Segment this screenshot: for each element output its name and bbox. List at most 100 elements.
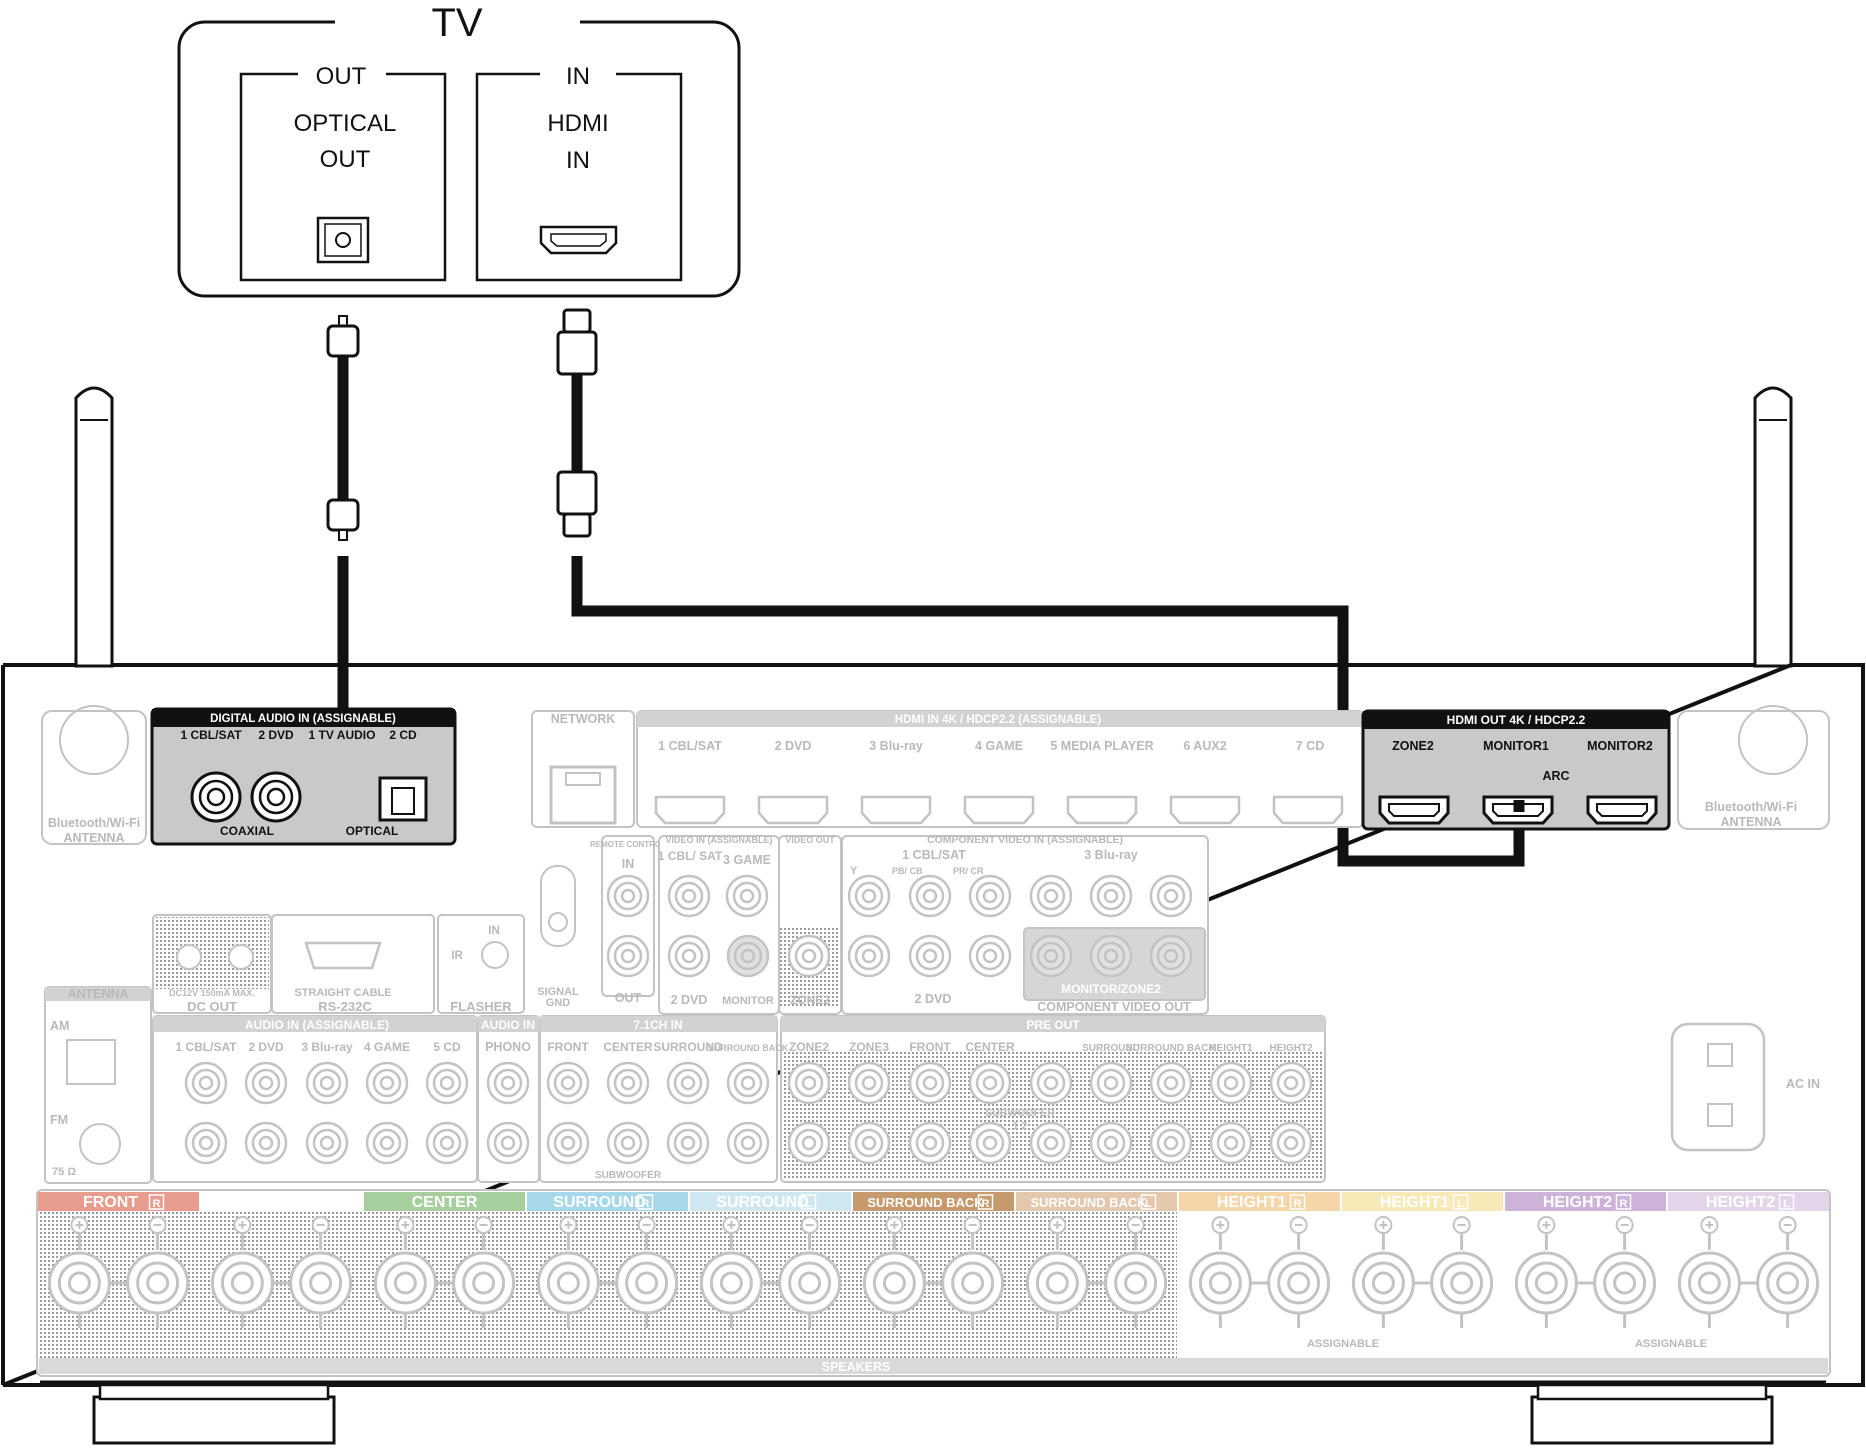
- audio-in-4-l-jack-icon[interactable]: [365, 1061, 409, 1105]
- pre-out-lower-5-jack-icon[interactable]: [1029, 1121, 1073, 1165]
- pre-out-lower-9-jack-icon[interactable]: [1269, 1121, 1313, 1165]
- pre-out-4-jack-icon[interactable]: [968, 1061, 1012, 1105]
- component-in-jack-5-icon[interactable]: [1089, 874, 1133, 918]
- ch71-in-lower-1-jack-icon[interactable]: [546, 1121, 590, 1165]
- audio-in-1-r-jack-icon[interactable]: [184, 1121, 228, 1165]
- speaker-terminal-5-plus-icon[interactable]: [699, 1216, 763, 1328]
- speaker-terminal-7-plus-icon[interactable]: [1025, 1216, 1089, 1328]
- component-out-jack-2-icon[interactable]: [1089, 934, 1133, 978]
- video-out-monitor-jack-icon[interactable]: [726, 934, 770, 978]
- hdmi-out-zone2-port-icon[interactable]: [1378, 795, 1450, 825]
- component-pb-label: PB/ CB: [892, 866, 923, 876]
- hdmi-in-port-6-icon[interactable]: [1169, 795, 1241, 825]
- tv-body: [177, 20, 741, 298]
- component-in-2dvd-jack-2-icon[interactable]: [908, 934, 952, 978]
- pre-out-lower-3-jack-icon[interactable]: [908, 1121, 952, 1165]
- audio-in-5-r-jack-icon[interactable]: [425, 1121, 469, 1165]
- digital-audio-input-4: 2 CD: [389, 728, 417, 742]
- coaxial-jack-1-icon[interactable]: [190, 771, 242, 823]
- speaker-terminal-6-minus-icon[interactable]: [941, 1216, 1005, 1328]
- ir-label: IR: [451, 950, 463, 962]
- coaxial-jack-2-icon[interactable]: [250, 771, 302, 823]
- audio-in-2-r-jack-icon[interactable]: [244, 1121, 288, 1165]
- component-in-jack-3-icon[interactable]: [968, 874, 1012, 918]
- pre-out-lower-8-jack-icon[interactable]: [1209, 1121, 1253, 1165]
- ethernet-port-icon[interactable]: [549, 765, 617, 825]
- speaker-terminal-9-plus-icon[interactable]: [1351, 1216, 1415, 1328]
- component-in-2dvd-jack-1-icon[interactable]: [847, 934, 891, 978]
- hdmi-in-port-3-icon[interactable]: [860, 795, 932, 825]
- pre-out-lower-4-jack-icon[interactable]: [968, 1121, 1012, 1165]
- pre-out-6-jack-icon[interactable]: [1149, 1061, 1193, 1105]
- hdmi-in-port-1-icon[interactable]: [654, 795, 726, 825]
- component-out-jack-1-icon[interactable]: [1029, 934, 1073, 978]
- ch71-in-4-jack-icon[interactable]: [726, 1061, 770, 1105]
- pre-out-1-jack-icon[interactable]: [787, 1061, 831, 1105]
- speaker-terminal-4-minus-icon[interactable]: [615, 1216, 679, 1328]
- component-out-jack-3-icon[interactable]: [1149, 934, 1193, 978]
- speaker-terminal-7-minus-icon[interactable]: [1104, 1216, 1168, 1328]
- component-in-jack-6-icon[interactable]: [1149, 874, 1193, 918]
- speaker-terminal-10-minus-icon[interactable]: [1593, 1216, 1657, 1328]
- ch71-in-lower-2-jack-icon[interactable]: [606, 1121, 650, 1165]
- pre-out-lower-6-jack-icon[interactable]: [1089, 1121, 1133, 1165]
- remote-in-jack-icon[interactable]: [606, 874, 650, 918]
- audio-in-3-r-jack-icon[interactable]: [305, 1121, 349, 1165]
- video-in-2-jack-icon[interactable]: [667, 934, 711, 978]
- video-in-1-jack-icon[interactable]: [667, 874, 711, 918]
- pre-out-2-jack-icon[interactable]: [847, 1061, 891, 1105]
- speaker-channel-label-6: SURROUND BACK: [867, 1195, 984, 1210]
- tv-optical-port-icon[interactable]: [316, 216, 370, 264]
- flasher-jack-icon[interactable]: [481, 941, 509, 969]
- pre-out-lower-1-jack-icon[interactable]: [787, 1121, 831, 1165]
- ch71-in-lower-4-jack-icon[interactable]: [726, 1121, 770, 1165]
- hdmi-in-port-4-icon[interactable]: [963, 795, 1035, 825]
- am-terminal-icon[interactable]: [66, 1039, 116, 1085]
- audio-in-2-l-jack-icon[interactable]: [244, 1061, 288, 1105]
- speaker-terminal-3-minus-icon[interactable]: [452, 1216, 516, 1328]
- pre-out-label-8: HEIGHT2: [1269, 1043, 1313, 1054]
- speaker-terminal-3-plus-icon[interactable]: [373, 1216, 437, 1328]
- optical-jack-2-icon[interactable]: [378, 776, 428, 822]
- remote-out-jack-icon[interactable]: [606, 934, 650, 978]
- speaker-terminal-2-plus-icon[interactable]: [210, 1216, 274, 1328]
- phono-l-jack-icon[interactable]: [486, 1061, 530, 1105]
- rs232c-port-icon[interactable]: [304, 941, 382, 970]
- pre-out-5-jack-icon[interactable]: [1089, 1061, 1133, 1105]
- audio-in-4-r-jack-icon[interactable]: [365, 1121, 409, 1165]
- pre-out-lower-7-jack-icon[interactable]: [1149, 1121, 1193, 1165]
- receiver-foot-left: [92, 1383, 336, 1445]
- ch71-in-lower-3-jack-icon[interactable]: [666, 1121, 710, 1165]
- speaker-terminal-2-minus-icon[interactable]: [289, 1216, 353, 1328]
- component-in-jack-1-icon[interactable]: [847, 874, 891, 918]
- component-in-jack-4-icon[interactable]: [1029, 874, 1073, 918]
- pre-out-7-jack-icon[interactable]: [1209, 1061, 1253, 1105]
- hdmi-in-port-5-icon[interactable]: [1066, 795, 1138, 825]
- ac-inlet-socket-icon[interactable]: [1670, 1022, 1766, 1152]
- hdmi-in-port-2-icon[interactable]: [757, 795, 829, 825]
- pre-out-8-jack-icon[interactable]: [1269, 1061, 1313, 1105]
- audio-in-5-l-jack-icon[interactable]: [425, 1061, 469, 1105]
- ch71-in-3-jack-icon[interactable]: [666, 1061, 710, 1105]
- hdmi-in-port-7-icon[interactable]: [1272, 795, 1344, 825]
- video-out-zone2-jack-icon[interactable]: [787, 934, 831, 978]
- speaker-terminal-9-minus-icon[interactable]: [1430, 1216, 1494, 1328]
- audio-in-3-l-jack-icon[interactable]: [305, 1061, 349, 1105]
- component-in-2dvd-jack-3-icon[interactable]: [968, 934, 1012, 978]
- tv-hdmi-port-icon[interactable]: [539, 225, 618, 255]
- speaker-terminal-4-plus-icon[interactable]: [536, 1216, 600, 1328]
- audio-in-1-l-jack-icon[interactable]: [184, 1061, 228, 1105]
- video-in-3-jack-icon[interactable]: [725, 874, 769, 918]
- ch71-in-1-jack-icon[interactable]: [546, 1061, 590, 1105]
- fm-jack-icon[interactable]: [79, 1123, 121, 1165]
- phono-r-jack-icon[interactable]: [486, 1121, 530, 1165]
- speaker-terminal-8-minus-icon[interactable]: [1267, 1216, 1331, 1328]
- pre-out-center-upper-jack-icon[interactable]: [1029, 1061, 1073, 1105]
- pre-out-3-jack-icon[interactable]: [908, 1061, 952, 1105]
- speaker-channel-label-10: HEIGHT2: [1543, 1194, 1612, 1211]
- component-in-jack-2-icon[interactable]: [908, 874, 952, 918]
- ch71-in-2-jack-icon[interactable]: [606, 1061, 650, 1105]
- hdmi-out-monitor2-port-icon[interactable]: [1586, 795, 1658, 825]
- speaker-channel-label-8: HEIGHT1: [1217, 1194, 1286, 1211]
- pre-out-lower-2-jack-icon[interactable]: [847, 1121, 891, 1165]
